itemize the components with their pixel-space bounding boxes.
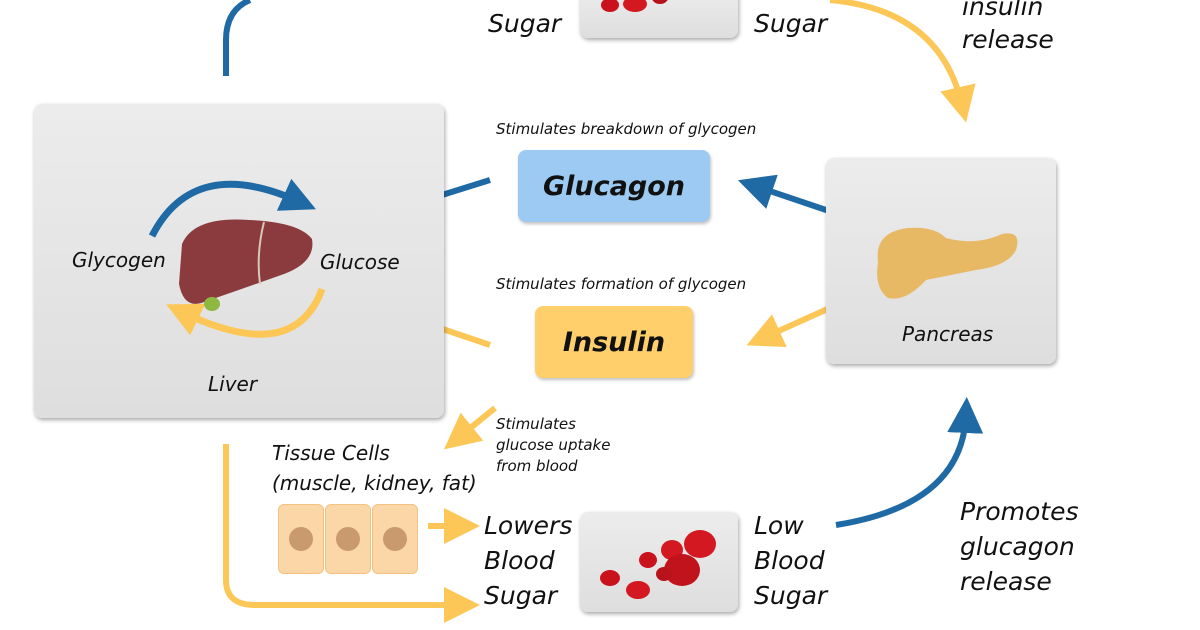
insulin-caption: Stimulates formation of glycogen [496, 275, 747, 293]
liver-cycle-illustration [148, 178, 326, 338]
liver-box: Glycogen Glucose Liver [34, 104, 444, 418]
glucagon-caption: Stimulates breakdown of glycogen [496, 120, 757, 138]
top-blood-box [580, 0, 738, 38]
top-left-sugar: Sugar [488, 9, 562, 38]
bottom-blood-box [580, 512, 738, 612]
glucose-uptake-caption: Stimulates glucose uptake from blood [496, 415, 611, 475]
high-sugar-to-pancreas-arrow [829, 0, 976, 123]
promotes-glucagon-release-label: Promotes glucagon release [960, 497, 1079, 596]
low-blood-sugar-label: Low Blood Sugar [754, 511, 828, 610]
pancreas-to-insulin-arrow [746, 304, 834, 348]
pancreas-to-glucagon-arrow [737, 174, 833, 215]
liver-to-blood-arrow [223, 0, 252, 76]
low-sugar-to-pancreas-arrow [835, 397, 984, 528]
lowers-blood-sugar-label: Lowers Blood Sugar [484, 511, 573, 610]
glucose-label: Glucose [320, 250, 400, 274]
glucagon-box: Glucagon [518, 150, 710, 222]
red-blood-cells-icon [601, 0, 668, 12]
pancreas-icon [877, 227, 1018, 299]
liver-to-lowers-arrow [223, 444, 480, 623]
cell-icon [325, 504, 371, 574]
cell-icon [278, 504, 324, 574]
tissue-cells-title: Tissue Cells (muscle, kidney, fat) [272, 441, 477, 495]
insulin-release-label: insulin release [962, 0, 1054, 54]
cell-icon [372, 504, 418, 574]
insulin-to-tissue-arrow [444, 405, 497, 450]
liver-label: Liver [208, 372, 258, 396]
glycogen-label: Glycogen [72, 248, 166, 272]
insulin-box: Insulin [535, 306, 693, 378]
pancreas-label: Pancreas [902, 322, 994, 346]
top-right-sugar: Sugar [754, 9, 828, 38]
red-blood-cells-icon [600, 530, 716, 599]
tissue-cells-illustration [278, 504, 420, 574]
pancreas-box: Pancreas [826, 158, 1056, 364]
